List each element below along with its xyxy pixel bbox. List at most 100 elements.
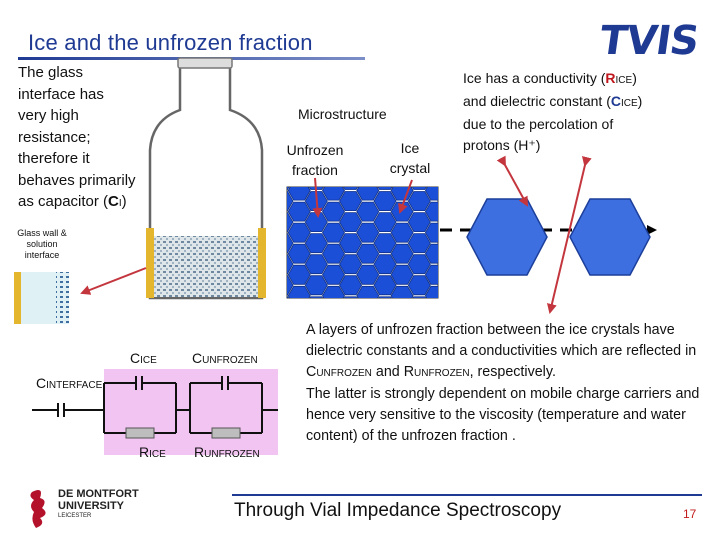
micro-ice-hexagon — [304, 233, 328, 254]
ice-crystal-hexagon — [569, 198, 651, 276]
microstructure-heading: Microstructure — [298, 106, 387, 122]
micro-ice-hexagon — [460, 181, 482, 200]
micro-ice-hexagon — [287, 275, 294, 296]
r-ice-symbol: R — [605, 70, 616, 86]
c-ice-label: CICE — [130, 350, 157, 366]
paragraph-2: The latter is strongly dependent on mobi… — [306, 386, 700, 444]
c-unfrozen-label: CUNFROZEN — [192, 350, 258, 366]
micro-ice-hexagon — [424, 187, 438, 201]
micro-ice-hexagon — [443, 171, 465, 190]
ice-conductivity-text: Ice has a conductivity (RICE) and dielec… — [463, 70, 643, 153]
micro-ice-hexagon — [443, 234, 465, 253]
micro-ice-hexagon — [424, 285, 438, 298]
micro-ice-hexagon — [339, 212, 363, 233]
micro-ice-hexagon — [287, 296, 289, 298]
micro-ice-hexagon — [443, 297, 465, 316]
micro-ice-hexagon — [343, 187, 359, 190]
micro-ice-hexagon — [407, 191, 431, 212]
micro-ice-hexagon — [424, 243, 438, 264]
micro-ice-hexagon — [390, 222, 414, 243]
micro-ice-hexagon — [390, 264, 414, 285]
micro-ice-hexagon — [460, 286, 482, 305]
micro-ice-hexagon — [356, 222, 380, 243]
micro-ice-hexagon — [407, 233, 431, 254]
micro-ice-hexagon — [322, 264, 345, 285]
ice-crystal-label: Ice crystal — [389, 140, 431, 176]
r-unfrozen-label: RUNFROZEN — [194, 444, 260, 460]
micro-ice-hexagon — [287, 243, 311, 264]
micro-ice-hexagon — [356, 243, 380, 264]
glass-line: very high — [18, 107, 79, 124]
r-ice-label: RICE — [139, 444, 166, 460]
micro-ice-hexagon — [407, 212, 431, 233]
glass-wall-inset — [14, 272, 69, 324]
page-number: 17 — [683, 507, 697, 521]
crystal-arrow — [398, 179, 413, 214]
capacitor-symbol: C — [108, 193, 119, 210]
micro-ice-hexagon — [322, 285, 345, 298]
micro-ice-hexagon — [390, 243, 414, 264]
equivalent-circuit — [32, 369, 278, 455]
micro-ice-hexagon — [424, 264, 438, 285]
micro-ice-hexagon — [304, 254, 328, 275]
glass-wall-label: Glass wall & solution interface — [17, 228, 67, 260]
unfrozen-fraction-label: Unfrozen fraction — [286, 142, 344, 178]
micro-ice-hexagon — [339, 191, 363, 212]
micro-ice-hexagon — [287, 212, 294, 233]
c-interface-label: CINTERFACE — [36, 375, 103, 391]
ice-crystal-hexagon — [466, 198, 548, 276]
paragraph-1: A layers of unfrozen fraction between th… — [306, 322, 697, 380]
dmu-logo-mark — [30, 490, 46, 528]
micro-ice-hexagon — [356, 264, 380, 285]
glass-line: interface has — [18, 85, 104, 103]
conductivity-arrow-left — [496, 155, 528, 207]
micro-ice-hexagon — [339, 254, 363, 275]
micro-ice-hexagon — [407, 254, 431, 275]
micro-ice-hexagon — [443, 276, 465, 295]
micro-ice-hexagon — [287, 254, 294, 275]
glass-line-capacitor: as capacitor (CI) — [18, 193, 127, 210]
micro-ice-hexagon — [339, 233, 363, 254]
micro-ice-hexagon — [460, 265, 482, 284]
micro-ice-hexagon — [373, 233, 397, 254]
micro-ice-hexagon — [412, 296, 426, 298]
micro-ice-hexagon — [377, 187, 393, 190]
micro-ice-hexagon — [424, 201, 438, 222]
glass-line: The glass — [18, 64, 84, 81]
micro-ice-hexagon — [378, 296, 392, 298]
micro-ice-hexagon — [322, 187, 345, 201]
micro-ice-hexagon — [287, 285, 311, 298]
microstructure-grid — [286, 171, 482, 316]
micro-ice-hexagon — [343, 296, 358, 298]
micro-ice-hexagon — [373, 212, 397, 233]
micro-ice-hexagon — [356, 285, 380, 298]
micro-ice-hexagon — [356, 201, 380, 222]
unfrozen-explanation: A layers of unfrozen fraction between th… — [306, 320, 711, 447]
micro-ice-hexagon — [443, 255, 465, 274]
micro-ice-hexagon — [287, 233, 294, 254]
glass-line: behaves primarily — [18, 171, 136, 189]
vial-illustration — [146, 57, 266, 300]
unfrozen-arrow — [312, 177, 323, 218]
glass-line: resistance; — [18, 128, 91, 146]
micro-ice-hexagon — [287, 264, 311, 285]
glass-description: The glass interface has very high resist… — [18, 62, 158, 215]
micro-ice-hexagon — [304, 275, 328, 296]
micro-ice-hexagon — [287, 201, 311, 222]
university-city: LEICESTER — [58, 513, 92, 519]
micro-ice-hexagon — [322, 243, 345, 264]
micro-ice-hexagon — [322, 222, 345, 243]
micro-ice-hexagon — [287, 187, 290, 190]
micro-ice-hexagon — [411, 187, 427, 190]
micro-ice-hexagon — [287, 187, 311, 201]
footer-rule — [232, 494, 702, 496]
glass-line: therefore it — [18, 150, 90, 167]
micro-ice-hexagon — [287, 222, 311, 243]
micro-ice-hexagon — [287, 191, 294, 212]
micro-ice-hexagon — [373, 254, 397, 275]
micro-ice-hexagon — [373, 275, 397, 296]
university-name: DE MONTFORT UNIVERSITY — [58, 488, 139, 512]
vial-to-inset-arrow — [80, 267, 147, 295]
micro-ice-hexagon — [373, 191, 397, 212]
